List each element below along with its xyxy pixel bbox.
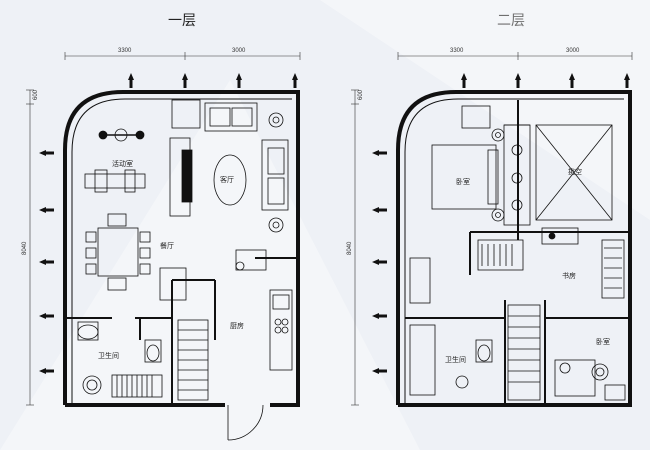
floor2-staircase (507, 304, 541, 401)
floor1-kitchen-fixtures (159, 249, 293, 371)
floor2-title: 二层 (497, 13, 525, 29)
floor1-plan: 3300 3000 600 8040 (22, 48, 301, 441)
floor1-room-living: 客厅 (220, 175, 234, 184)
floor1-dim-side-total: 8040 (22, 241, 28, 255)
floor1-dining-table (85, 213, 151, 291)
floor2-room-void: 挑空 (568, 167, 582, 176)
floor2-dim-side-small: 600 (358, 89, 364, 100)
background-sheen (320, 0, 650, 220)
floor1-column-markers (39, 73, 298, 374)
floor2-bedroom-furniture (431, 105, 531, 226)
floor2-top-dimension (397, 52, 633, 60)
floor1-activity-furniture (84, 128, 146, 193)
floor1-dim-side-small: 600 (33, 89, 39, 100)
background-sheen (0, 80, 420, 450)
floor1-room-dining: 餐厅 (160, 241, 174, 250)
floor1-title: 一层 (168, 13, 196, 29)
floor2-dim-top-right: 3000 (566, 48, 580, 54)
floor1-living-furniture (169, 99, 289, 233)
floor2-outer-wall (396, 90, 632, 407)
floor2-room-study: 书房 (562, 271, 576, 280)
floor1-dim-top-right: 3000 (232, 48, 246, 54)
floor2-room-bedroom-main: 卧室 (456, 177, 470, 186)
floor2-left-dimension (351, 89, 359, 406)
floor1-dim-top-left: 3300 (118, 48, 132, 54)
floor1-room-activity: 活动室 (112, 159, 133, 168)
floor1-outer-wall (63, 90, 300, 407)
floor1-partitions (65, 257, 298, 405)
floor2-dim-top-left: 3300 (450, 48, 464, 54)
floor1-entry-door (227, 404, 264, 441)
floor1-room-bathroom: 卫生间 (98, 351, 119, 360)
floor1-staircase (177, 319, 209, 401)
floor2-room-bedroom-small: 卧室 (596, 337, 610, 346)
floor2-plan: 3300 3000 600 8040 (347, 48, 633, 407)
floor2-room-bathroom: 卫生间 (445, 355, 466, 364)
floor2-column-markers (372, 73, 630, 374)
floor1-bathroom-fixtures (77, 321, 163, 398)
floor1-room-kitchen: 厨房 (230, 321, 244, 330)
floor2-void-area (535, 124, 613, 221)
floor1-inner-wall-line (71, 98, 292, 405)
floor1-left-dimension (26, 89, 34, 406)
floor2-dim-side-total: 8040 (347, 241, 353, 255)
floor2-bathroom-fixtures (409, 324, 493, 396)
floor2-small-bedroom-furniture (554, 359, 626, 401)
floor2-partitions (405, 100, 630, 405)
floor2-inner-wall-line (404, 98, 624, 405)
floor2-study-furniture (409, 227, 625, 304)
floor1-top-dimension (64, 52, 301, 60)
